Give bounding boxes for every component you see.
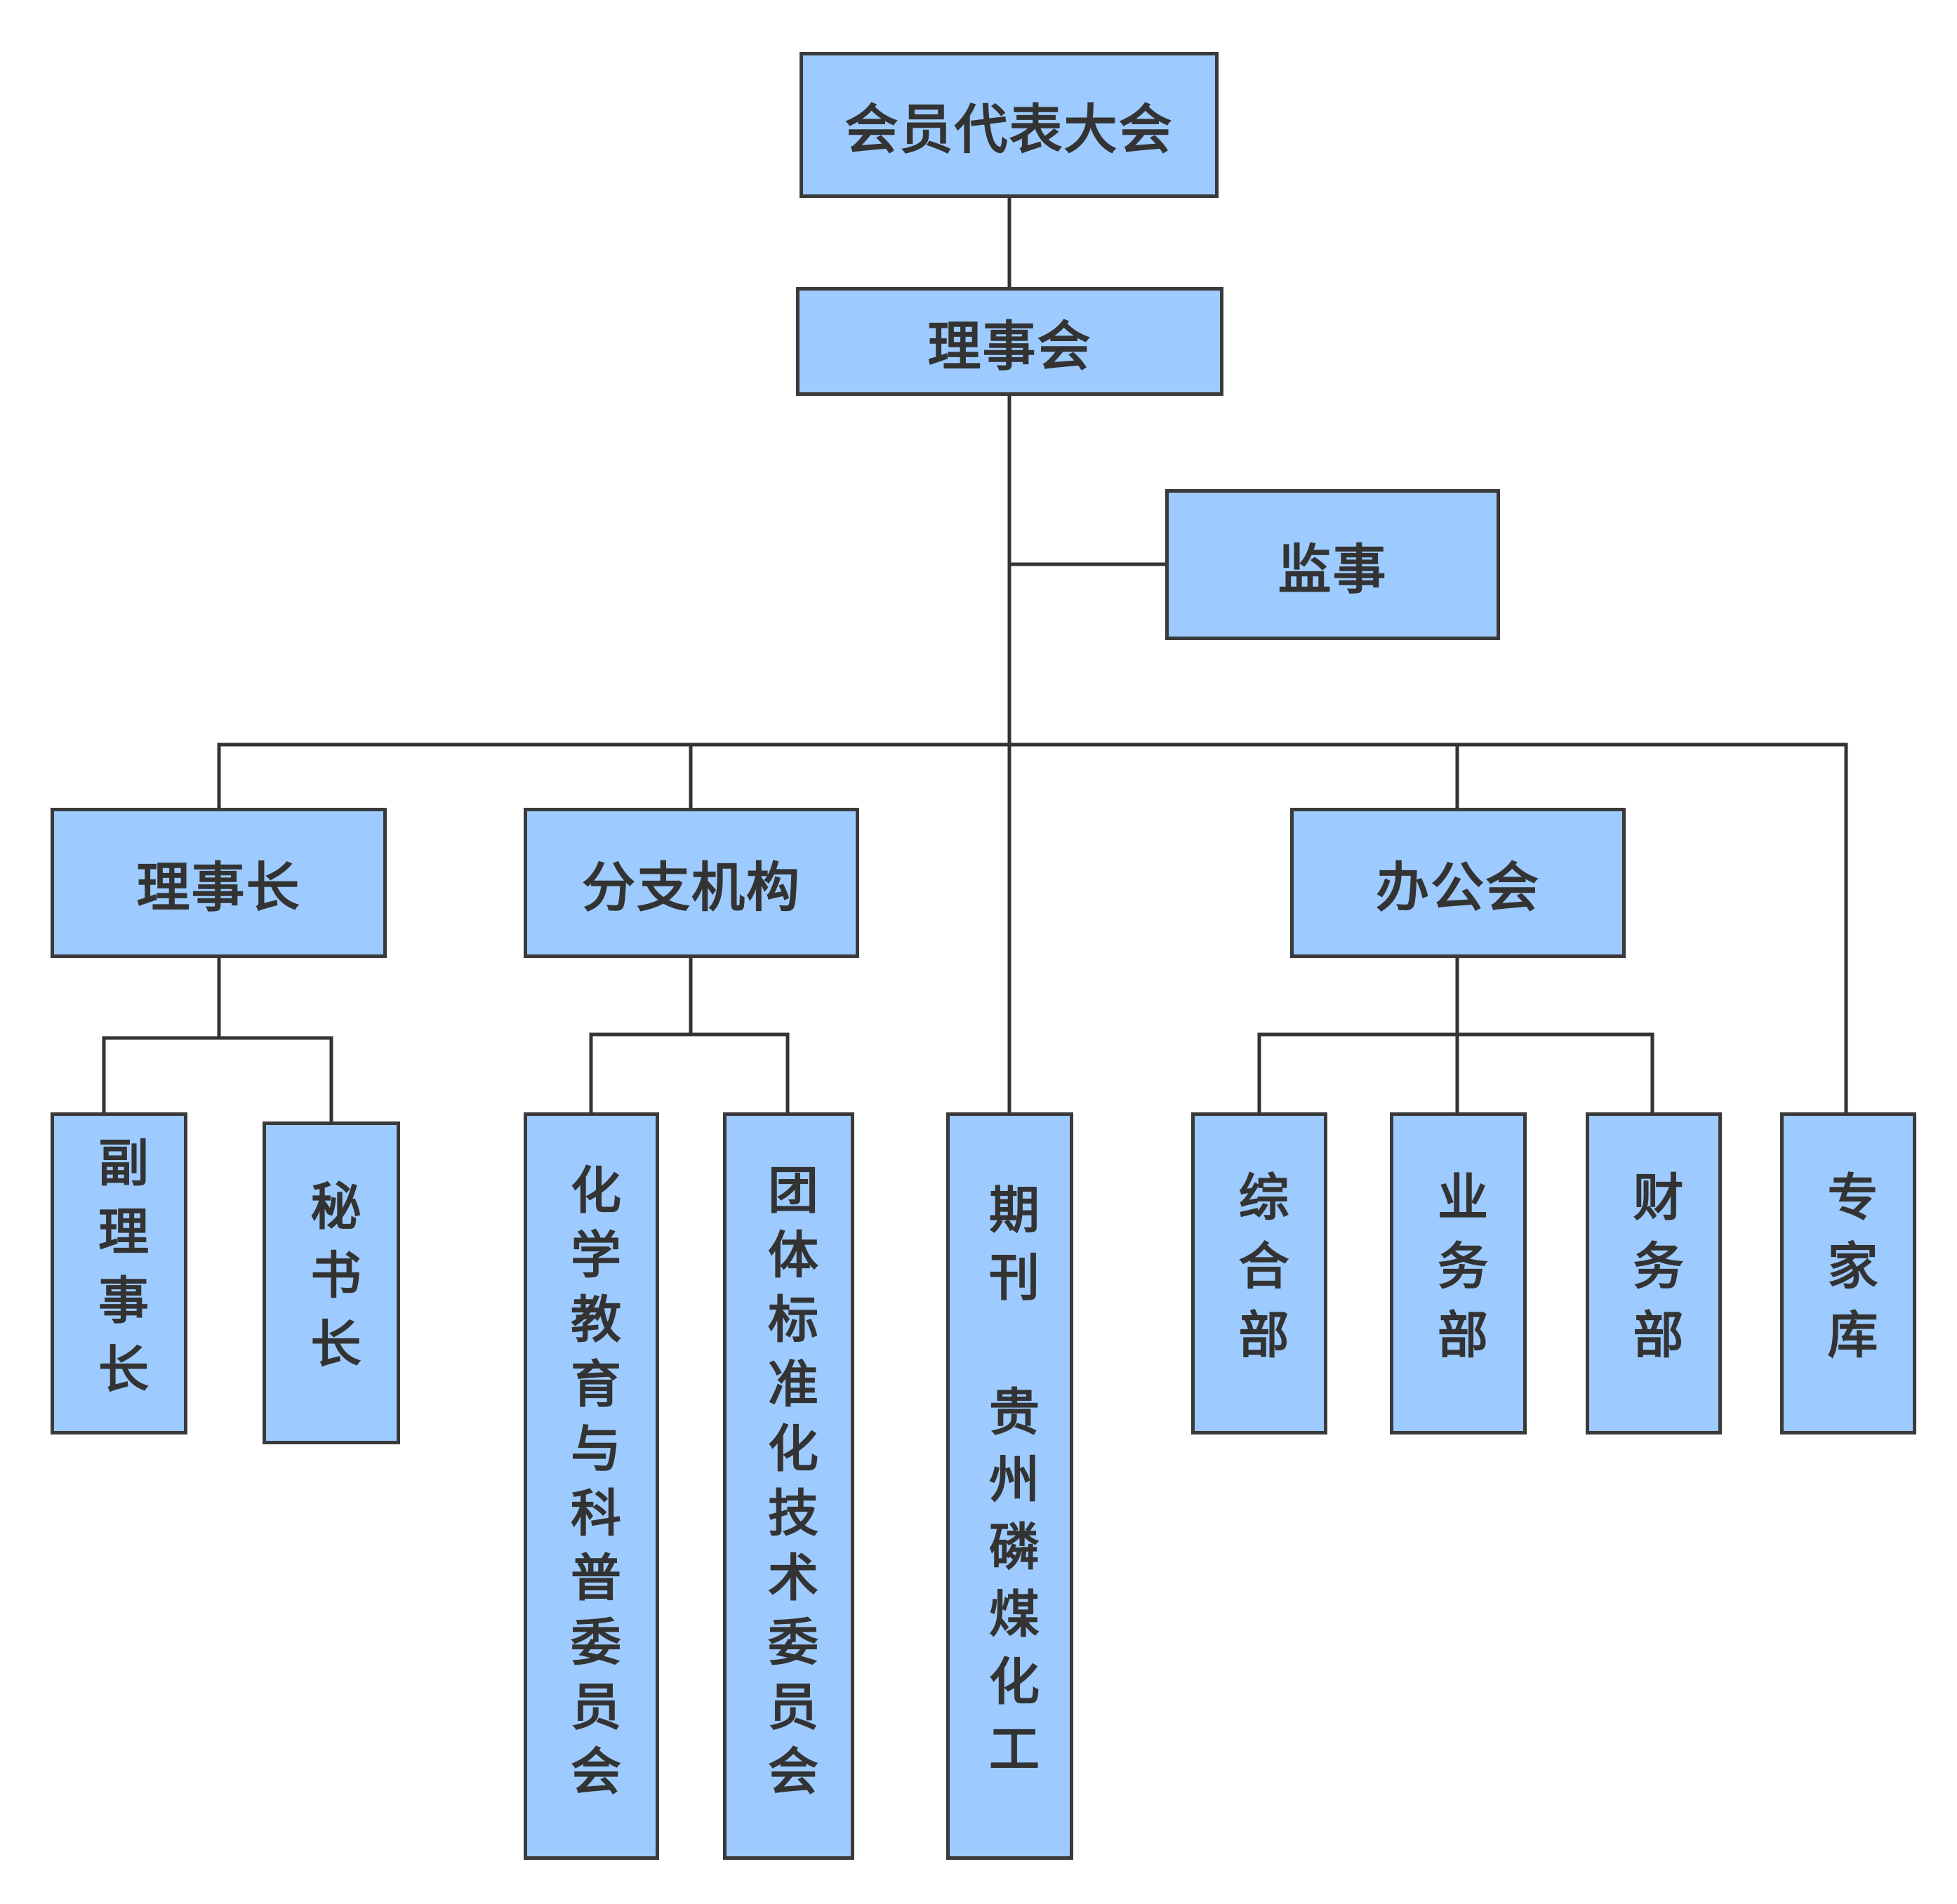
node-supervisor: 监事: [1165, 489, 1500, 640]
node-council: 理事会: [796, 287, 1223, 396]
node-congress: 会员代表大会: [800, 52, 1219, 198]
node-general-dept: 综合部: [1191, 1112, 1327, 1434]
node-vice-chairman: 副理事长: [51, 1112, 187, 1434]
connector-branches-children: [589, 954, 790, 1116]
node-business-dept: 业务部: [1390, 1112, 1527, 1434]
node-chairman: 理事长: [51, 808, 387, 958]
connector-office-children: [1257, 954, 1654, 1116]
connector-chairman-children: [102, 954, 333, 1125]
node-chem-education: 化学教育与科普委员会: [524, 1112, 659, 1860]
node-group-standards: 团体标准化技术委员会: [723, 1112, 854, 1860]
node-expert-pool: 专家库: [1780, 1112, 1916, 1434]
node-finance-dept: 财务部: [1586, 1112, 1722, 1434]
node-journal: 期刊 贵州磷煤化工: [946, 1112, 1073, 1860]
node-secretary-general: 秘书长: [263, 1121, 400, 1444]
node-branches: 分支机构: [524, 808, 859, 958]
node-office: 办公会: [1290, 808, 1626, 958]
